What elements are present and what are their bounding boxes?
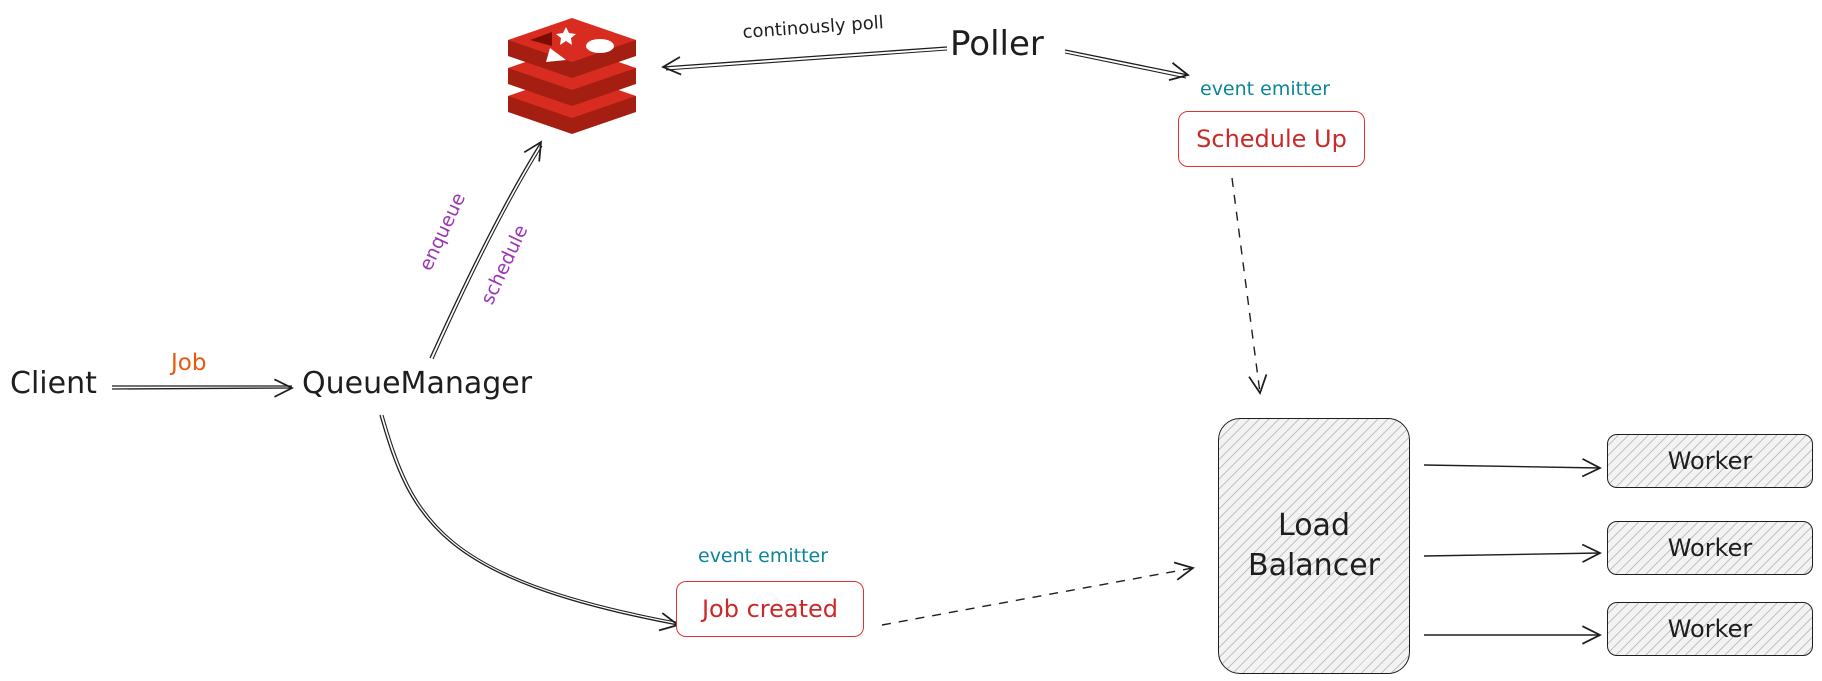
schedule-up-to-load-balancer-arrow [1231, 177, 1268, 395]
schedule-up-node: Schedule Up [1178, 111, 1365, 167]
client-to-queuemanager-arrow [111, 378, 294, 398]
load-balancer-to-worker-2-arrow [1423, 543, 1602, 563]
queuemanager-to-redis-arrow [429, 140, 543, 360]
schedule-up-label: Schedule Up [1196, 125, 1347, 153]
worker-label-1: Worker [1667, 447, 1753, 475]
poller-node: Poller [950, 24, 1044, 64]
queue-manager-node: QueueManager [302, 366, 533, 401]
job-label: Job [171, 350, 207, 376]
load-balancer-to-worker-1-arrow [1423, 458, 1602, 478]
queuemanager-to-job-created-arrow [379, 414, 680, 632]
event-emitter-label-bottom: event emitter [698, 545, 829, 567]
worker-node-3: Worker [1607, 602, 1813, 656]
worker-label-2: Worker [1667, 534, 1753, 562]
client-node: Client [10, 366, 97, 401]
redis-icon [508, 18, 636, 134]
poller-to-redis-arrow [661, 46, 948, 76]
job-created-to-load-balancer-arrow [881, 561, 1195, 626]
event-emitter-label-top: event emitter [1200, 78, 1331, 100]
load-balancer-label-line1: Load [1278, 507, 1350, 543]
worker-node-2: Worker [1607, 521, 1813, 575]
job-created-label: Job created [701, 595, 839, 623]
load-balancer-label-line2: Balancer [1248, 548, 1380, 583]
job-created-node: Job created [676, 581, 864, 637]
worker-node-1: Worker [1607, 434, 1813, 488]
load-balancer-to-workers-arrows [1423, 458, 1602, 645]
worker-label-3: Worker [1667, 615, 1753, 643]
load-balancer-node: Load Balancer [1218, 418, 1410, 674]
poller-to-schedule-up-arrow [1064, 49, 1190, 81]
